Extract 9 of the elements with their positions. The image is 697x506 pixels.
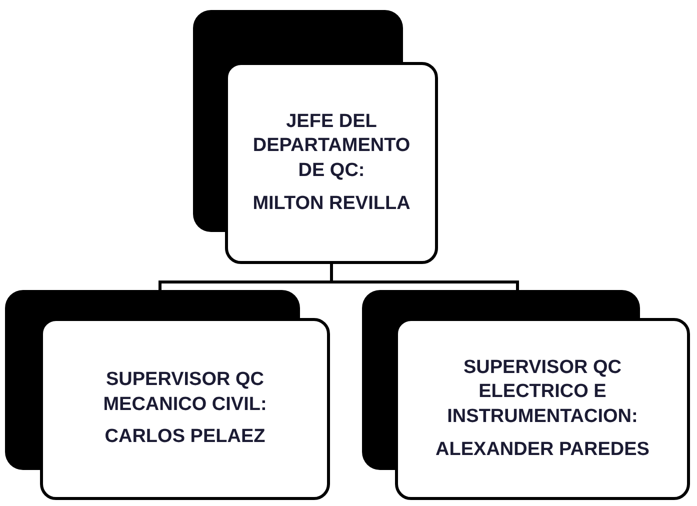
position-title: SUPERVISOR QC MECANICO CIVIL:	[102, 368, 268, 417]
position-box	[395, 318, 690, 500]
position-box	[225, 62, 438, 264]
position-title: JEFE DEL DEPARTAMENTO DE QC:	[252, 110, 412, 183]
person-name: MILTON REVILLA	[252, 192, 410, 216]
person-name: CARLOS PELAEZ	[104, 425, 266, 450]
person-name: ALEXANDER PAREDES	[436, 438, 650, 462]
position-title: SUPERVISOR QC ELECTRICO E INSTRUMENTACION:	[446, 356, 639, 429]
position-box	[40, 318, 330, 500]
